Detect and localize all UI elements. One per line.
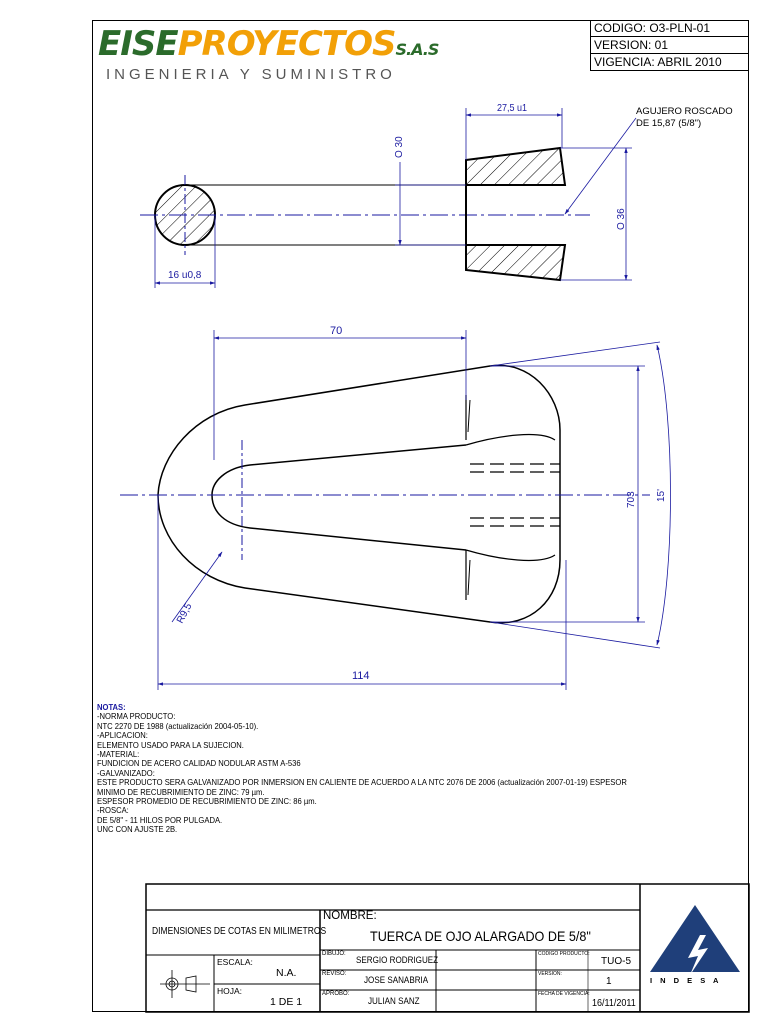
notes-title: NOTAS:	[97, 702, 126, 712]
notes-line: -ROSCA:	[97, 805, 129, 816]
tb-fecha-value: 16/11/2011	[592, 998, 636, 1009]
tb-hoja-label: HOJA:	[217, 986, 243, 996]
notes-block: NOTAS: -NORMA PRODUCTO: NTC 2270 DE 1988…	[97, 702, 627, 835]
tb-dimensiones: DIMENSIONES DE COTAS EN MILIMETROS	[152, 926, 327, 937]
dim-70-label: 70	[330, 325, 342, 337]
projection-symbol-icon	[160, 970, 210, 998]
angle-arc	[656, 344, 671, 646]
tb-version-value: 1	[606, 976, 612, 987]
logo-brand-left: EISE	[98, 24, 179, 64]
notes-line: MINIMO DE RECUBRIMIENTO DE ZINC: 79 µm.	[97, 786, 265, 797]
dim-15-label: 15'	[656, 489, 667, 502]
dim-16-label: 16 u0,8	[168, 270, 202, 281]
logo-tagline: INGENIERIA Y SUMINISTRO	[106, 66, 396, 83]
header-vigencia: VIGENCIA: ABRIL 2010	[590, 54, 749, 71]
notes-line: -APLICACION:	[97, 730, 148, 741]
notes-line: UNC CON AJUSTE 2B.	[97, 824, 178, 835]
dim-703-label: 703	[626, 491, 637, 508]
tb-reviso-value: JOSE SANABRIA	[364, 975, 429, 986]
notes-line: NTC 2270 DE 1988 (actualización 2004-05-…	[97, 720, 259, 731]
top-view: 27,5 u1 O 30 O 36 16 u0,8 AGUJERO ROSCAD…	[140, 103, 733, 288]
front-view: 70 703 15' R9,5 114	[120, 325, 671, 690]
company-logo: EISEPROYECTOSS.A.S INGENIERIA Y SUMINIST…	[98, 24, 440, 83]
tb-reviso-label: REVISO:	[322, 971, 347, 977]
tb-escala-value: N.A.	[276, 967, 297, 979]
radius-leader	[171, 551, 223, 623]
dim-27-label: 27,5 u1	[497, 103, 527, 115]
agujero-label-2: DE 15,87 (5/8")	[636, 118, 701, 129]
header-version: VERSION: 01	[590, 37, 749, 54]
dim-r95-label: R9,5	[175, 601, 195, 625]
tb-dibujo-value: SERGIO RODRIGUEZ	[356, 955, 439, 966]
tb-codigo-value: TUO-5	[601, 956, 631, 967]
header-code-block: CODIGO: O3-PLN-01 VERSION: 01 VIGENCIA: …	[590, 20, 749, 71]
tb-escala-label: ESCALA:	[217, 957, 253, 967]
notes-line: ELEMENTO USADO PARA LA SUJECION.	[97, 739, 244, 750]
tb-fecha-label: FECHA DE VIGENCIA:	[538, 991, 590, 997]
notes-line: ESPESOR PROMEDIO DE RECUBRIMIENTO DE ZIN…	[97, 796, 317, 807]
notes-line: -MATERIAL:	[97, 749, 140, 760]
notes-line: -NORMA PRODUCTO:	[97, 711, 176, 722]
notes-line: -GALVANIZADO:	[97, 767, 155, 778]
tb-dibujo-label: DIBUJO:	[322, 951, 346, 957]
tb-nombre-label: NOMBRE:	[323, 910, 377, 922]
logo-brand-right: PROYECTOS	[177, 24, 397, 64]
agujero-label-1: AGUJERO ROSCADO	[636, 106, 733, 117]
tb-version-label: VERSION:	[538, 971, 562, 977]
notes-line: ESTE PRODUCTO SERA GALVANIZADO POR INMER…	[97, 777, 627, 788]
notes-line: DE 5/8" - 11 HILOS POR PULGADA.	[97, 814, 223, 825]
dim-o36-label: O 36	[616, 208, 627, 230]
nut-face	[465, 433, 556, 446]
tb-aprobo-label: APROBO:	[322, 991, 350, 997]
nut-section-bottom	[465, 244, 567, 282]
indesa-logo	[650, 905, 740, 975]
tb-hoja-value: 1 DE 1	[270, 996, 303, 1008]
agujero-leader	[564, 117, 637, 215]
header-codigo: CODIGO: O3-PLN-01	[590, 20, 749, 37]
logo-suffix: S.A.S	[395, 40, 440, 59]
tb-company: I N D E S A	[650, 976, 722, 985]
nut-section-top	[465, 146, 567, 186]
tb-aprobo-value: JULIAN SANZ	[368, 996, 420, 1007]
dim-114-label: 114	[352, 670, 370, 682]
dim-o30-label: O 30	[394, 136, 405, 158]
outer-profile	[157, 364, 561, 624]
notes-line: FUNDICION DE ACERO CALIDAD NODULAR ASTM …	[97, 758, 301, 769]
tb-codigo-label: CODIGO PRODUCTO:	[538, 951, 590, 957]
inner-slot	[211, 444, 467, 551]
title-block-grid	[145, 883, 750, 1013]
tb-nombre-value: TUERCA DE OJO ALARGADO DE 5/8"	[370, 928, 591, 944]
